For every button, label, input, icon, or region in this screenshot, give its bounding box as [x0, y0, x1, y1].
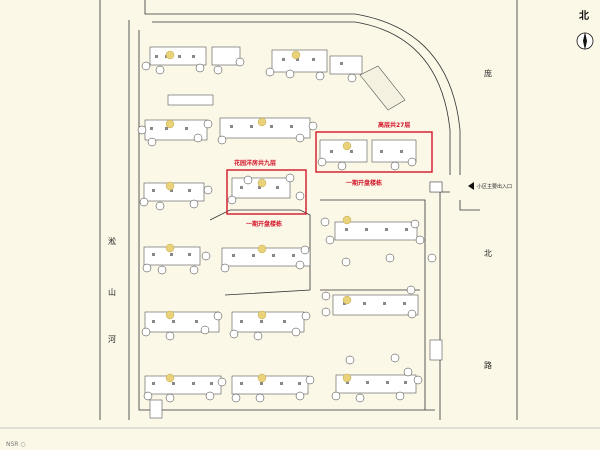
- highlight-caption-high-rise: 一期开盘楼栋: [346, 180, 383, 187]
- outbuilding: [149, 399, 163, 419]
- road-lines: [99, 0, 518, 420]
- building: [271, 49, 328, 73]
- compass-label: 北: [579, 11, 589, 22]
- north-arrow-icon: [576, 32, 594, 50]
- highlight-boxes: [226, 131, 433, 215]
- building: [144, 375, 222, 395]
- building: [335, 374, 417, 394]
- building: [231, 375, 309, 395]
- road-label-east-bottom-2: 路: [484, 361, 492, 370]
- building: [319, 139, 368, 163]
- outbuilding: [167, 94, 214, 106]
- highlight-box-high-rise: [315, 131, 433, 173]
- highlight-box-garden-house: [226, 169, 307, 215]
- footer-text: NSR ○: [6, 441, 26, 448]
- building-blocks: [143, 46, 443, 419]
- entrance-gate: [429, 181, 443, 193]
- road-label-west-3: 河: [108, 335, 116, 344]
- outbuilding: [429, 339, 443, 361]
- highlight-caption-garden-house: 一期开盘楼栋: [246, 221, 283, 228]
- tree-icons: [137, 57, 437, 403]
- building: [231, 311, 305, 333]
- road-label-west-2: 山: [108, 288, 116, 297]
- building: [143, 182, 205, 202]
- building: [211, 46, 241, 66]
- entrance-label: 小区主要出入口: [477, 184, 513, 190]
- entrance-arrow-icon: [468, 182, 474, 190]
- building-unit-marks: [150, 55, 408, 385]
- high-rise-building: [359, 65, 406, 111]
- highlight-label-garden-house: 花园洋房共九层: [234, 160, 277, 167]
- road-label-east-bottom-1: 北: [484, 249, 492, 258]
- road-label-east-top: 庞: [484, 69, 492, 78]
- road-label-west-1: 淞: [108, 237, 116, 246]
- building-number-markers: [165, 50, 352, 383]
- building: [334, 221, 418, 241]
- building: [332, 294, 419, 316]
- building: [144, 311, 220, 333]
- building: [329, 55, 363, 75]
- highlight-label-high-rise: 高层共27层: [378, 122, 411, 129]
